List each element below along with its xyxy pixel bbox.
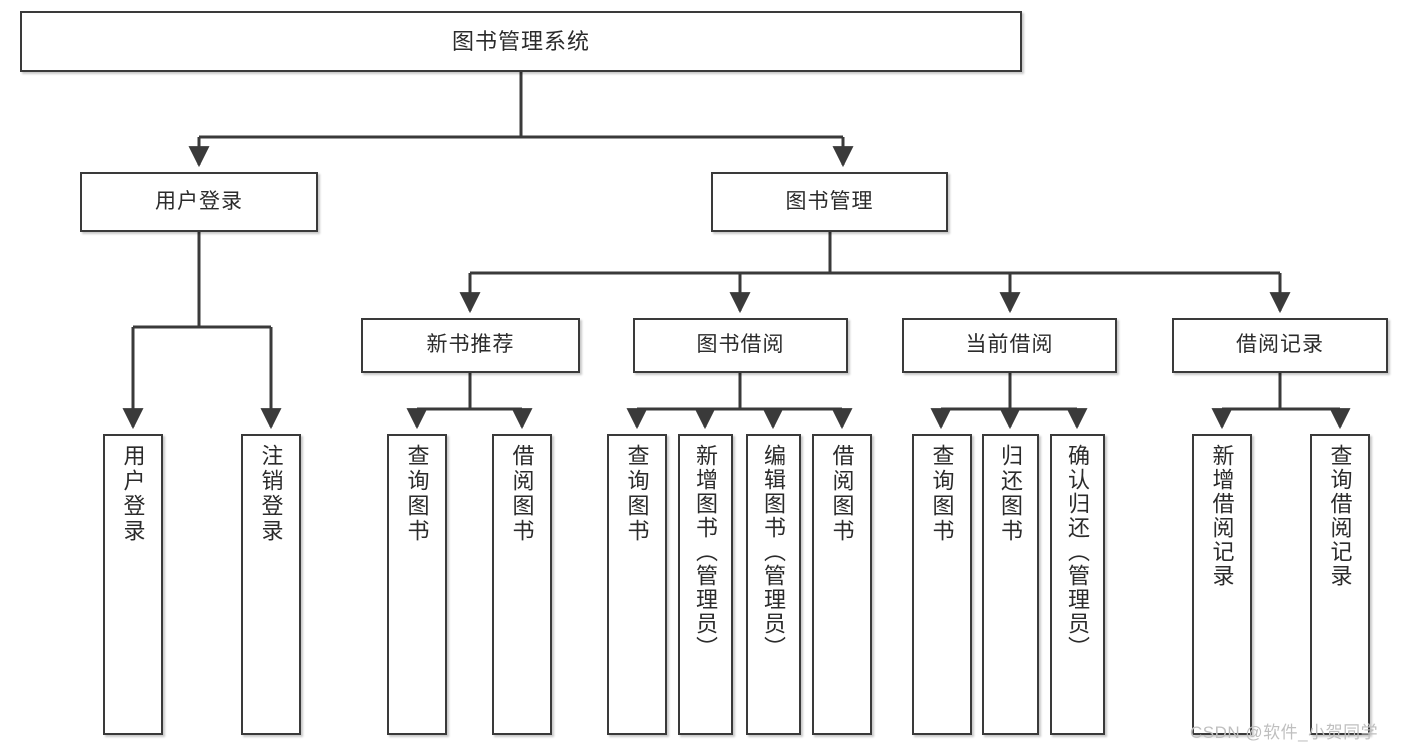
node-current-borrow-label: 当前借阅: [965, 333, 1054, 357]
node-book-borrow-label: 图书借阅: [696, 333, 785, 357]
node-new-book-recommend[interactable]: 新书推荐: [361, 318, 580, 373]
leaf-query-book-2[interactable]: 查询图书: [607, 434, 667, 735]
leaf-user-login-label: 用户登录: [120, 444, 146, 544]
node-borrow-record[interactable]: 借阅记录: [1172, 318, 1388, 373]
node-current-borrow[interactable]: 当前借阅: [902, 318, 1117, 373]
leaf-logout[interactable]: 注销登录: [241, 434, 301, 735]
leaf-edit-book-admin[interactable]: 编辑图书（管理员）: [746, 434, 801, 735]
leaf-borrow-book-2[interactable]: 借阅图书: [812, 434, 872, 735]
node-user-login-label: 用户登录: [155, 189, 243, 213]
leaf-edit-book-admin-label: 编辑图书（管理员）: [761, 444, 787, 660]
leaf-confirm-return-admin[interactable]: 确认归还（管理员）: [1050, 434, 1105, 735]
leaf-query-book-1[interactable]: 查询图书: [387, 434, 447, 735]
leaf-query-book-3-label: 查询图书: [929, 444, 955, 544]
node-book-borrow[interactable]: 图书借阅: [633, 318, 848, 373]
leaf-query-book-3[interactable]: 查询图书: [912, 434, 972, 735]
leaf-borrow-book-1-label: 借阅图书: [509, 444, 535, 544]
node-root[interactable]: 图书管理系统: [20, 11, 1022, 72]
leaf-return-book[interactable]: 归还图书: [982, 434, 1039, 735]
leaf-query-borrow-record[interactable]: 查询借阅记录: [1310, 434, 1370, 735]
leaf-add-borrow-record-label: 新增借阅记录: [1209, 444, 1235, 588]
node-book-management-label: 图书管理: [785, 189, 874, 213]
leaf-query-borrow-record-label: 查询借阅记录: [1327, 444, 1353, 588]
leaf-user-login[interactable]: 用户登录: [103, 434, 163, 735]
node-borrow-record-label: 借阅记录: [1236, 333, 1324, 357]
leaf-logout-label: 注销登录: [258, 444, 284, 544]
leaf-confirm-return-admin-label: 确认归还（管理员）: [1065, 444, 1091, 660]
leaf-query-book-1-label: 查询图书: [404, 444, 430, 544]
node-user-login[interactable]: 用户登录: [80, 172, 318, 232]
leaf-add-book-admin[interactable]: 新增图书（管理员）: [678, 434, 733, 735]
node-root-label: 图书管理系统: [451, 28, 590, 54]
leaf-return-book-label: 归还图书: [998, 444, 1024, 544]
leaf-add-borrow-record[interactable]: 新增借阅记录: [1192, 434, 1252, 735]
node-new-book-recommend-label: 新书推荐: [426, 333, 515, 357]
leaf-borrow-book-1[interactable]: 借阅图书: [492, 434, 552, 735]
leaf-add-book-admin-label: 新增图书（管理员）: [693, 444, 719, 660]
node-book-management[interactable]: 图书管理: [711, 172, 948, 232]
csdn-watermark: CSDN @软件_小贺同学: [1190, 723, 1379, 742]
leaf-borrow-book-2-label: 借阅图书: [829, 444, 855, 544]
leaf-query-book-2-label: 查询图书: [624, 444, 650, 544]
